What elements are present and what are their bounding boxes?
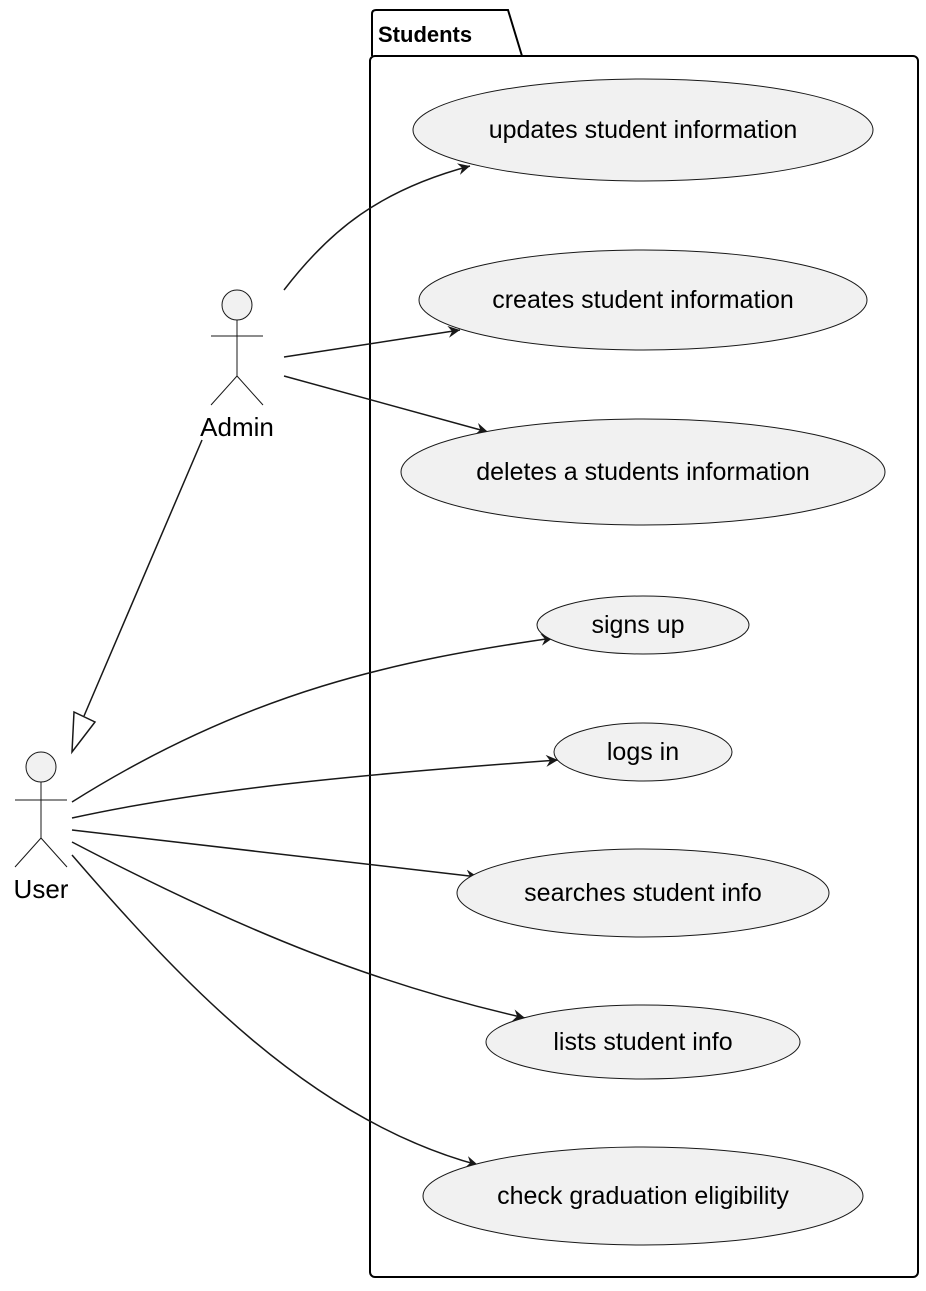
use-case-ellipse (412, 78, 874, 182)
edge-user-logs-in (71, 754, 559, 819)
use-case-graduation[interactable]: check graduation eligibility (422, 1146, 864, 1246)
use-case-label: check graduation eligibility (497, 1182, 789, 1210)
use-case-signs-up[interactable]: signs up (536, 595, 750, 655)
edge-admin-creates (283, 325, 461, 358)
use-case-label: creates student information (492, 286, 794, 314)
actor-admin-label: Admin (200, 412, 274, 442)
package-body (369, 55, 919, 1278)
use-case-ellipse (536, 595, 750, 655)
use-case-label: searches student info (524, 879, 762, 907)
stick-figure-icon (210, 289, 264, 406)
use-case-ellipse (418, 249, 868, 351)
use-case-label: signs up (591, 611, 684, 639)
use-case-logs-in[interactable]: logs in (553, 722, 733, 782)
edge-admin-deletes (283, 375, 489, 435)
use-case-ellipse (553, 722, 733, 782)
stick-figure-icon (14, 751, 68, 868)
use-case-creates[interactable]: creates student information (418, 249, 868, 351)
use-case-lists[interactable]: lists student info (485, 1004, 801, 1080)
package-title: Students (378, 22, 472, 47)
use-case-searches[interactable]: searches student info (456, 848, 830, 938)
edge-user-searches (71, 829, 479, 882)
use-case-label: updates student information (489, 116, 798, 144)
use-case-label: deletes a students information (476, 458, 810, 486)
use-case-ellipse (422, 1146, 864, 1246)
package-students: Students (369, 9, 919, 1278)
actor-user[interactable]: User (14, 751, 69, 904)
edge-user-lists (71, 841, 526, 1022)
edge-admin-updates (283, 163, 471, 291)
use-case-deletes[interactable]: deletes a students information (400, 418, 886, 526)
use-case-updates[interactable]: updates student information (412, 78, 874, 182)
actor-user-label: User (14, 874, 69, 904)
edge-user-graduation (71, 854, 479, 1168)
generalization-triangle-icon (71, 710, 97, 755)
generalization-line (83, 439, 203, 717)
actor-admin[interactable]: Admin (200, 289, 274, 442)
use-case-ellipse (400, 418, 886, 526)
generalization-user-admin (71, 439, 203, 755)
package-tab (371, 9, 523, 57)
use-case-label: logs in (607, 738, 679, 766)
user-associations (71, 633, 559, 1168)
use-case-ellipse (456, 848, 830, 938)
use-case-label: lists student info (553, 1028, 732, 1056)
edge-user-signs-up (71, 633, 554, 803)
use-case-ellipse (485, 1004, 801, 1080)
admin-associations (283, 163, 489, 435)
